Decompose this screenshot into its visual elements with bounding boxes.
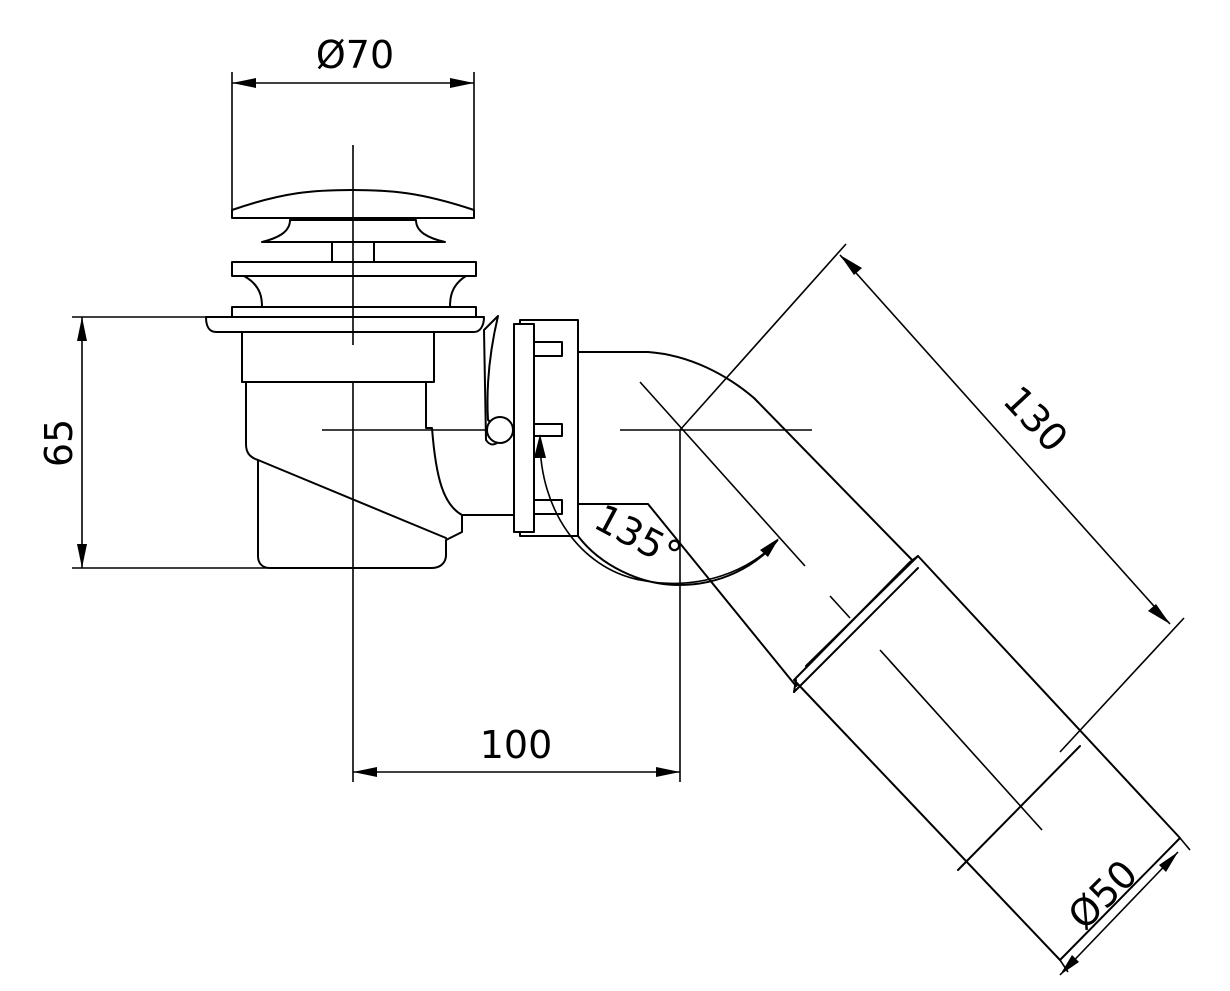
dimension-top-diameter-label: Ø70 <box>316 33 394 77</box>
outlet-pipe <box>793 555 1181 961</box>
dimension-top-diameter: Ø70 <box>231 33 475 218</box>
center-lines <box>322 145 1043 831</box>
dimension-height: 65 <box>37 316 270 569</box>
dimension-pipe-length-label: 130 <box>995 378 1077 461</box>
dimension-offset: 100 <box>353 723 680 777</box>
drain-body <box>241 315 521 569</box>
dimension-height-label: 65 <box>37 419 81 467</box>
drain-knob <box>486 416 514 444</box>
drain-flange <box>205 261 485 333</box>
dimension-offset-label: 100 <box>480 723 553 767</box>
union-nut <box>513 319 579 537</box>
